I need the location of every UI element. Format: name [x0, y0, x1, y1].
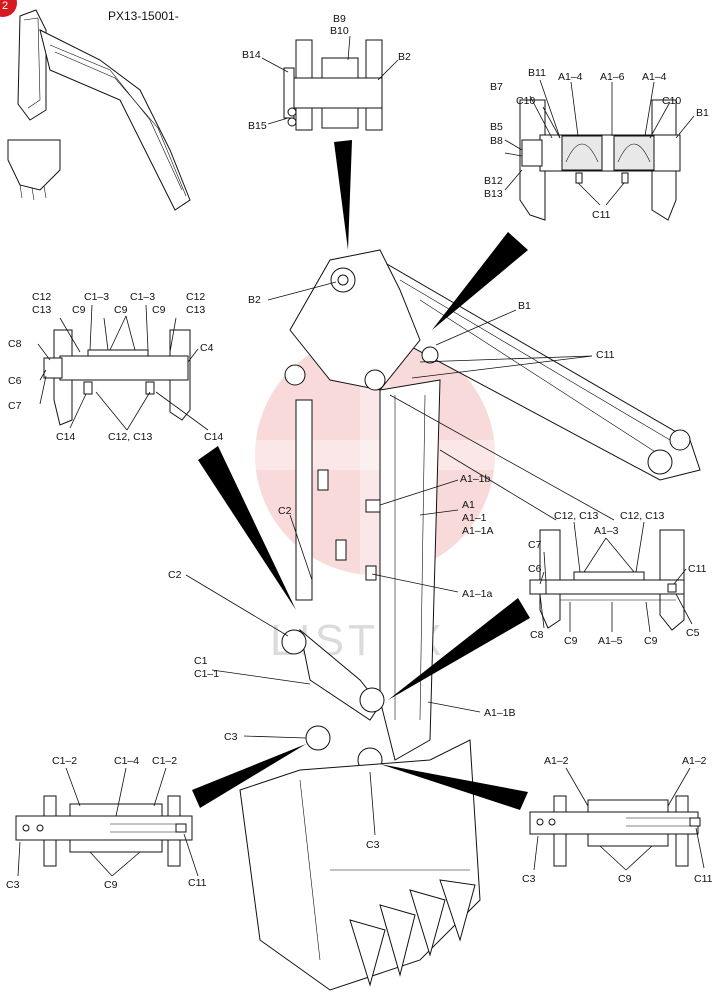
main-arm-assembly: [239, 249, 701, 991]
label-b2-top: B2: [398, 51, 411, 63]
pointer-wedges: [192, 140, 530, 810]
label-c9a: C9: [72, 304, 86, 316]
label-c8-right: C8: [530, 629, 544, 641]
label-a1-1a-cap: A1–1A: [462, 525, 494, 537]
label-a1-2b: A1–2: [682, 755, 707, 767]
inset-bottom-left: [15, 767, 199, 877]
label-c14a: C14: [56, 431, 75, 443]
label-a1-4b: A1–4: [642, 71, 667, 83]
label-a1: A1: [462, 499, 475, 511]
label-b15: B15: [248, 120, 267, 132]
label-c12c13-left: C12, C13: [108, 431, 153, 443]
label-c6-right: C6: [528, 563, 542, 575]
label-c1-2b: C1–2: [152, 755, 177, 767]
label-c9-bl: C9: [104, 879, 118, 891]
label-a1-1b-cap: A1–1B: [484, 707, 516, 719]
inset-left-mid: [37, 304, 209, 431]
label-c9b: C9: [114, 304, 128, 316]
label-c2b: C2: [168, 569, 182, 581]
label-c11-bl: C11: [188, 877, 207, 889]
label-b11: B11: [528, 67, 546, 79]
label-c1-1: C1–1: [194, 668, 219, 680]
label-c9-ra: C9: [564, 635, 578, 647]
label-c2a: C2: [278, 505, 292, 517]
label-c10b: C10: [662, 95, 681, 107]
label-c1: C1: [194, 655, 208, 667]
label-c12-left: C12: [32, 291, 51, 303]
label-c11-right: C11: [688, 563, 707, 575]
label-c12-right: C12: [186, 291, 205, 303]
label-c7-right: C7: [528, 539, 542, 551]
label-a1-1a: A1–1a: [462, 588, 493, 600]
label-c14b: C14: [204, 431, 223, 443]
label-a1-1: A1–1: [462, 512, 487, 524]
label-b1-inset: B1: [696, 107, 709, 119]
label-b12: B12: [484, 175, 503, 187]
label-a1-6: A1–6: [600, 71, 625, 83]
label-a1-2a: A1–2: [544, 755, 569, 767]
label-c1-2a: C1–2: [52, 755, 77, 767]
figure-code: PX13-15001-: [108, 9, 179, 23]
label-c9-br: C9: [618, 873, 632, 885]
label-c11-top: C11: [592, 209, 611, 221]
label-c11-main: C11: [596, 349, 615, 361]
label-a1-5: A1–5: [598, 635, 623, 647]
label-b2-main: B2: [248, 294, 261, 306]
label-a1-4a: A1–4: [558, 71, 583, 83]
label-c13-right: C13: [186, 304, 205, 316]
label-c1-4: C1–4: [114, 755, 139, 767]
label-c3-br: C3: [522, 873, 536, 885]
label-b1-main: B1: [518, 300, 531, 312]
label-c3-bottom: C3: [366, 839, 380, 851]
inset-bottom-right: [529, 767, 705, 871]
label-c7-left: C7: [8, 400, 22, 412]
label-c1-3b: C1–3: [130, 291, 155, 303]
label-b10: B10: [330, 25, 349, 37]
label-c6-left: C6: [8, 375, 22, 387]
label-b14: B14: [242, 49, 261, 61]
label-c12c13-ra: C12, C13: [554, 510, 599, 522]
label-c11-br: C11: [694, 873, 713, 885]
corner-badge-text: 2: [2, 0, 8, 12]
label-b8: B8: [490, 135, 503, 147]
label-b13: B13: [484, 188, 503, 200]
label-c8-left: C8: [8, 338, 22, 350]
label-c3-main: C3: [224, 731, 238, 743]
label-c13-left: C13: [32, 304, 51, 316]
label-c5: C5: [686, 627, 700, 639]
label-b7: B7: [490, 81, 503, 93]
label-c9c: C9: [152, 304, 166, 316]
corner-badge: 2: [0, 0, 17, 17]
inset-top-center: [261, 35, 399, 131]
label-a1-3: A1–3: [594, 525, 619, 537]
label-b5: B5: [490, 121, 503, 133]
label-a1-1b: A1–1b: [460, 473, 491, 485]
label-c9-rb: C9: [644, 635, 658, 647]
label-c10a: C10: [516, 95, 535, 107]
label-b9: B9: [333, 13, 346, 25]
label-c4: C4: [200, 342, 214, 354]
excavator-thumbnail: [7, 9, 191, 211]
inset-top-right: [504, 79, 695, 221]
label-c3-bl: C3: [6, 879, 20, 891]
label-c12c13-rb: C12, C13: [620, 510, 665, 522]
inset-right-mid: [529, 521, 693, 633]
leader-lines-main: [185, 281, 615, 836]
label-c1-3a: C1–3: [84, 291, 109, 303]
